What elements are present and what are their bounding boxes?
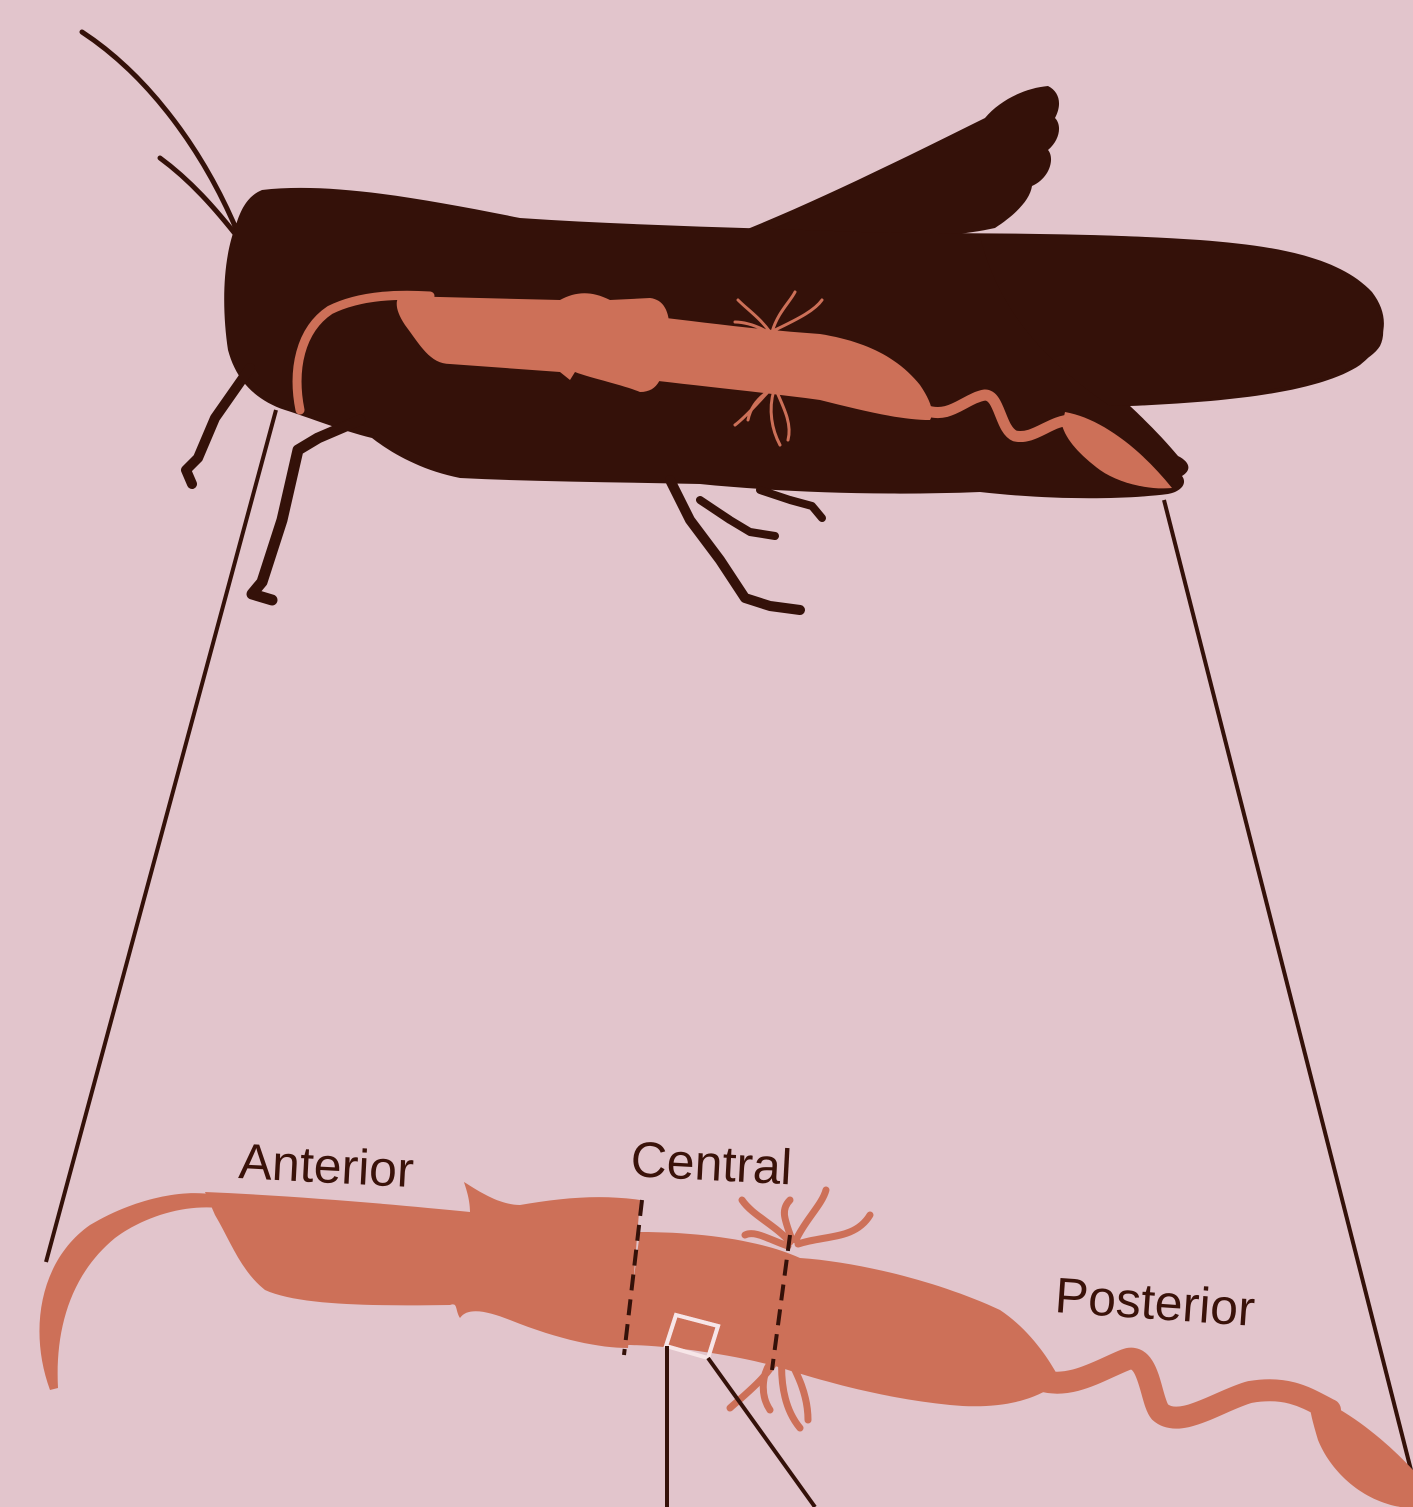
gut-anterior [205,1182,640,1348]
gut-foregut [39,1193,240,1390]
middle-leg-icon [252,420,360,600]
antenna-short-icon [160,158,240,240]
label-anterior: Anterior [237,1133,415,1198]
label-posterior: Posterior [1053,1267,1256,1337]
label-central: Central [629,1131,793,1195]
grasshopper-silhouette-icon [82,32,1384,610]
enlarged-gut [39,1182,1413,1507]
rear-leg-spur-icon [700,500,775,536]
rear-foot-icon [760,490,822,518]
gut-hindgut [1040,1359,1330,1418]
antenna-long-icon [82,32,240,238]
front-leg-icon [186,368,250,484]
hind-leg-icon [740,86,1059,245]
